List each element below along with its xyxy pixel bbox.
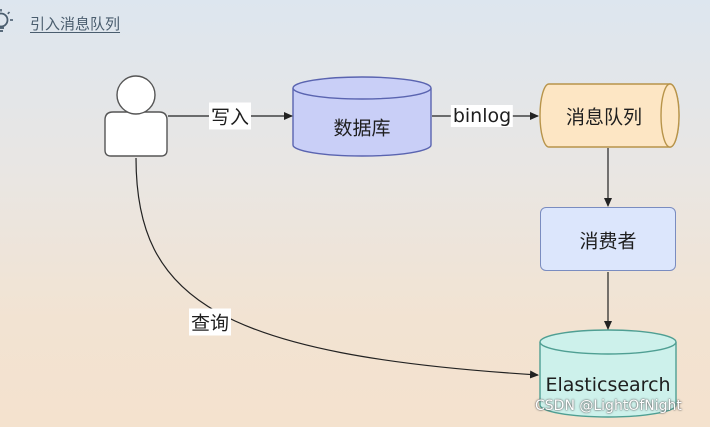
elasticsearch-cylinder[interactable] [539, 329, 677, 418]
database-cylinder[interactable] [292, 76, 432, 157]
consumer-label: 消费者 [579, 230, 637, 253]
message-queue-label: 消息队列 [565, 106, 643, 129]
query-edge [135, 157, 539, 379]
binlog-edge-label: binlog [450, 105, 514, 127]
lightbulb-icon [0, 9, 13, 32]
query-edge-label: 查询 [188, 308, 232, 336]
watermark: CSDN @LightOfNight [535, 398, 682, 414]
elasticsearch-label: Elasticsearch [545, 374, 671, 396]
message-queue-cylinder[interactable] [539, 83, 680, 148]
user-icon[interactable] [103, 74, 169, 158]
database-label: 数据库 [333, 117, 391, 140]
page-title[interactable]: 引入消息队列 [30, 15, 121, 33]
consumer-box[interactable] [540, 207, 676, 271]
write-edge-label: 写入 [208, 102, 252, 130]
